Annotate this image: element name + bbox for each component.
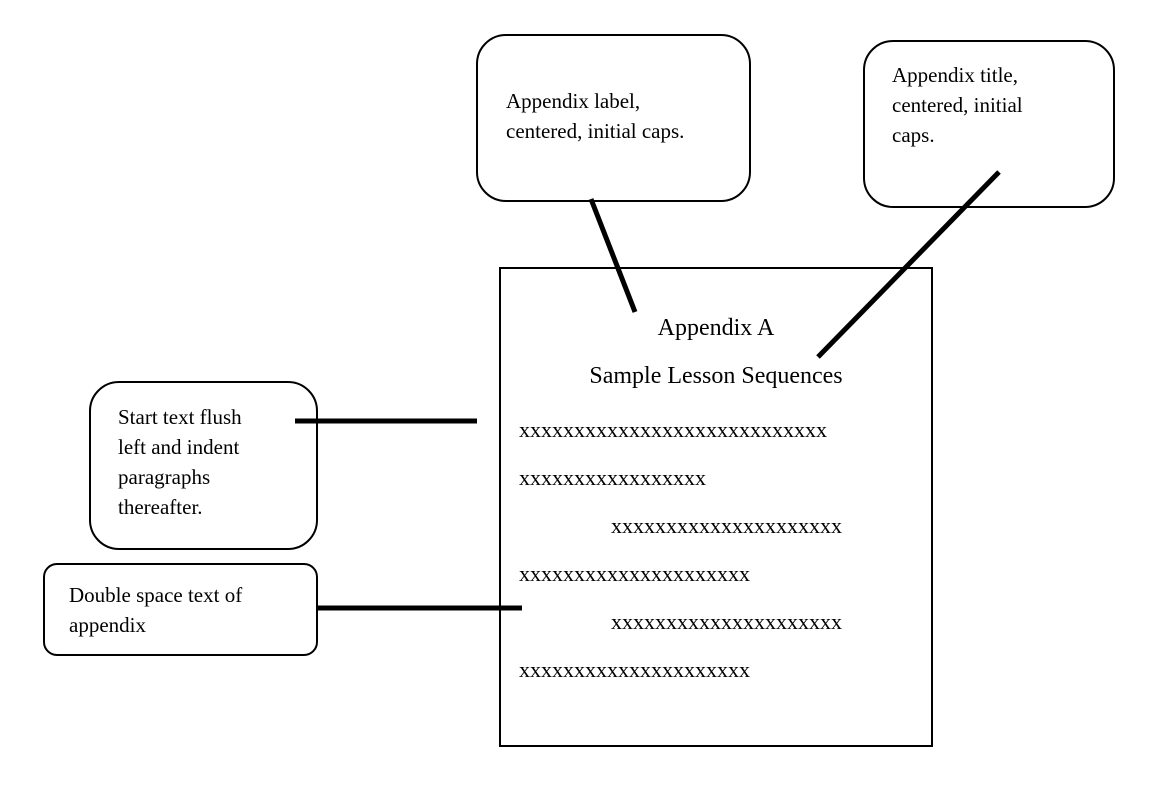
body-text-line: xxxxxxxxxxxxxxxxx <box>519 465 706 490</box>
body-text-line: xxxxxxxxxxxxxxxxxxxxxxxxxxxx <box>519 417 827 442</box>
sample-appendix-page: Appendix A Sample Lesson Sequences xxxxx… <box>499 267 933 747</box>
body-text-line: xxxxxxxxxxxxxxxxxxxxx <box>519 657 750 682</box>
callout-text: Appendix title, centered, initial caps. <box>892 63 1023 147</box>
callout-double-space: Double space text of appendix <box>43 563 318 656</box>
appendix-title: Sample Lesson Sequences <box>589 363 843 389</box>
callout-text: Start text flush left and indent paragra… <box>118 405 242 519</box>
indented-paragraph-line: xxxxxxxxxxxxxxxxxxxxx <box>611 513 842 538</box>
indented-paragraph-line: xxxxxxxxxxxxxxxxxxxxx <box>611 609 842 634</box>
callout-text: Appendix label, centered, initial caps. <box>506 89 685 143</box>
appendix-label: Appendix A <box>657 315 775 341</box>
callout-appendix-title: Appendix title, centered, initial caps. <box>863 40 1115 208</box>
callout-flush-left: Start text flush left and indent paragra… <box>89 381 318 550</box>
callout-text: Double space text of appendix <box>69 583 243 637</box>
body-text-line: xxxxxxxxxxxxxxxxxxxxx <box>519 561 750 586</box>
callout-appendix-label: Appendix label, centered, initial caps. <box>476 34 751 202</box>
